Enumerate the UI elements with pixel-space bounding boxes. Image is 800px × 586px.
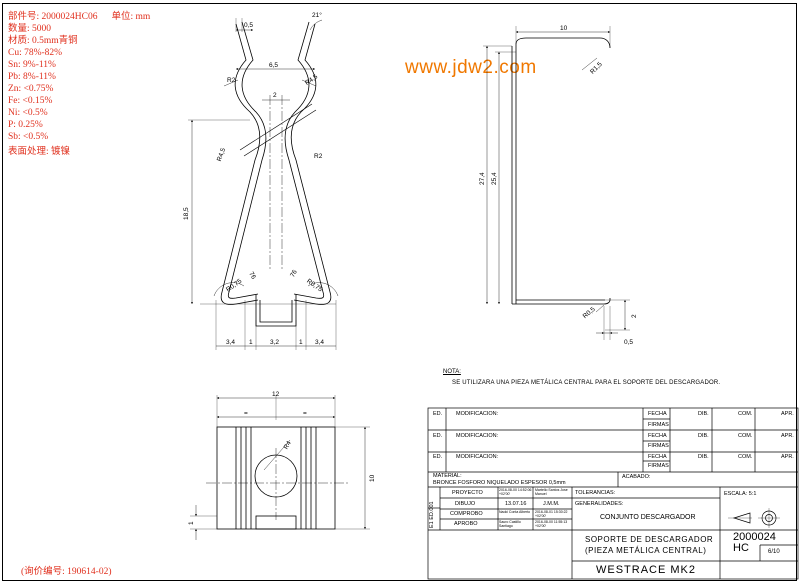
front-view — [188, 18, 339, 350]
side-view — [483, 26, 630, 340]
fe-spec: Fe: <0.15% — [8, 96, 53, 106]
tb-conjunto: CONJUNTO DESCARGADOR — [600, 514, 696, 521]
tb-material-label: MATERIAL: — [433, 473, 462, 479]
tb-modificacion-1: MODIFICACION: — [456, 411, 499, 417]
material-spec: 材质: 0.5mm青铜 — [8, 36, 78, 46]
dim-1-left: 1 — [249, 339, 253, 346]
tb-modificacion-3: MODIFICACION: — [456, 454, 499, 460]
tb-product: WESTRACE MK2 — [596, 564, 697, 576]
drawing-frame — [2, 3, 797, 581]
dim-equal-right: = — [303, 410, 307, 417]
tb-aprobo: APROBO — [454, 521, 478, 527]
dim-05-top: 0,5 — [244, 22, 253, 29]
tb-drawing-code: 2000024 HC — [733, 531, 776, 554]
note-heading: NOTA: — [443, 369, 461, 375]
tb-fecha-2: FECHA — [648, 433, 667, 439]
dim-274: 27,4 — [479, 172, 486, 185]
tb-apr-2: APR. — [781, 433, 794, 439]
tb-proyecto-date: 2016-08-00 14:52:06 +02'00' — [499, 488, 532, 496]
dim-76-right: 76 — [289, 269, 299, 279]
tb-dib-2: DIB. — [698, 433, 709, 439]
dim-equal-left: = — [244, 410, 248, 417]
dim-r2-top: R2 — [227, 77, 236, 84]
tb-aprobo-date: 2016-08-00 11:55:13 +02'00' — [535, 520, 568, 528]
tb-comprobo: COMPROBO — [450, 511, 483, 517]
dim-1-bottom: 1 — [188, 521, 195, 525]
tb-dibujo-name: J.M.M. — [543, 501, 560, 507]
dim-10-bottom: 10 — [369, 474, 376, 482]
tb-modificacion-2: MODIFICACION: — [456, 433, 499, 439]
tb-ed-3: ED. — [433, 454, 443, 460]
tb-apr-1: APR. — [781, 411, 794, 417]
tb-dibujo-date: 13.07.16 — [505, 501, 527, 507]
sb-spec: Sb: <0.5% — [8, 132, 49, 142]
ni-spec: Ni: <0.5% — [8, 108, 48, 118]
tb-firmas-1: FIRMAS — [648, 422, 669, 428]
dim-2-side: 2 — [631, 314, 638, 318]
p-spec: P: 0.25% — [8, 120, 43, 130]
tb-side-label: E1 ED.001 — [429, 501, 435, 528]
tb-dib-3: DIB. — [698, 454, 709, 460]
tb-fecha-3: FECHA — [648, 454, 667, 460]
part-number: 部件号: 2000024HC06 — [8, 12, 98, 22]
dim-2: 2 — [273, 92, 277, 99]
zn-spec: Zn: <0.75% — [8, 84, 54, 94]
tb-ed-2: ED. — [433, 433, 443, 439]
quantity: 数量: 5000 — [8, 24, 52, 34]
tb-aprobo-name: Sauro Castillo Santiago — [499, 520, 521, 528]
sn-spec: Sn: 9%-11% — [8, 60, 56, 70]
dim-76-left: 76 — [247, 271, 257, 281]
dim-1-right: 1 — [299, 339, 303, 346]
tb-comprobo-name: Naoki Conta Alberto — [499, 510, 531, 514]
dim-32: 3,2 — [270, 339, 279, 346]
tb-tolerancias: TOLERANCIAS: — [575, 490, 616, 496]
spec-block: 部件号: 2000024HC06 单位: mm 数量: 5000 材质: 0.5m… — [8, 11, 150, 158]
inquiry-number: (询价编号: 190614-02) — [21, 567, 112, 577]
tb-acabado: ACABADO: — [622, 474, 651, 480]
dim-12: 12 — [272, 391, 280, 398]
tb-escala: ESCALA: 5:1 — [724, 491, 757, 497]
pb-spec: Pb: 8%-11% — [8, 72, 56, 82]
dim-05-side: 0,5 — [624, 339, 633, 346]
dim-34-right: 3,4 — [315, 339, 324, 346]
dim-r45-mid: R4,5 — [216, 147, 227, 163]
dim-r2-mid: R2 — [314, 153, 323, 160]
tb-com-2: COM. — [738, 433, 753, 439]
dim-65: 6,5 — [269, 62, 278, 69]
surface-spec: 表面处理: 镀镍 — [8, 147, 71, 157]
tb-ed-1: ED. — [433, 411, 443, 417]
tb-comprobo-date: 2016-08-01 15:30:22 +02'00' — [535, 510, 568, 518]
bottom-view — [190, 395, 370, 540]
tb-proyecto-name: Martello Santos Jose Manuel — [535, 488, 568, 496]
tb-apr-3: APR. — [781, 454, 794, 460]
dim-21-deg: 21° — [312, 11, 322, 19]
dim-10-side: 10 — [560, 25, 568, 32]
note-text: SE UTILIZARA UNA PIEZA METÁLICA CENTRAL … — [452, 380, 721, 386]
dim-185: 18,5 — [183, 207, 190, 220]
tb-dibujo: DIBUJO — [455, 501, 476, 507]
dim-r4: R4 — [283, 440, 293, 451]
cu-spec: Cu: 78%-82% — [8, 48, 63, 58]
unit-label: 单位: mm — [111, 12, 151, 22]
tb-title-line2: (PIEZA METÁLICA CENTRAL) — [585, 546, 707, 555]
dim-254: 25,4 — [491, 172, 498, 185]
tb-proyecto: PROYECTO — [452, 490, 483, 496]
tb-com-1: COM. — [738, 411, 753, 417]
tb-title-line1: SOPORTE DE DESCARGADOR — [585, 535, 714, 544]
tb-sheet: 6/10 — [768, 549, 780, 555]
tb-firmas-2: FIRMAS — [648, 443, 669, 449]
tb-com-3: COM. — [738, 454, 753, 460]
tb-dib-1: DIB. — [698, 411, 709, 417]
tb-fecha-1: FECHA — [648, 411, 667, 417]
watermark: www.jdw2.com — [405, 57, 537, 78]
tb-material-value: BRONCE FOSFORO NIQUELADO ESPESOR 0,5mm — [433, 480, 566, 486]
tb-generalidades: GENERALIDADES: — [575, 501, 624, 507]
tb-firmas-3: FIRMAS — [648, 463, 669, 469]
dim-34-left: 3,4 — [226, 339, 235, 346]
